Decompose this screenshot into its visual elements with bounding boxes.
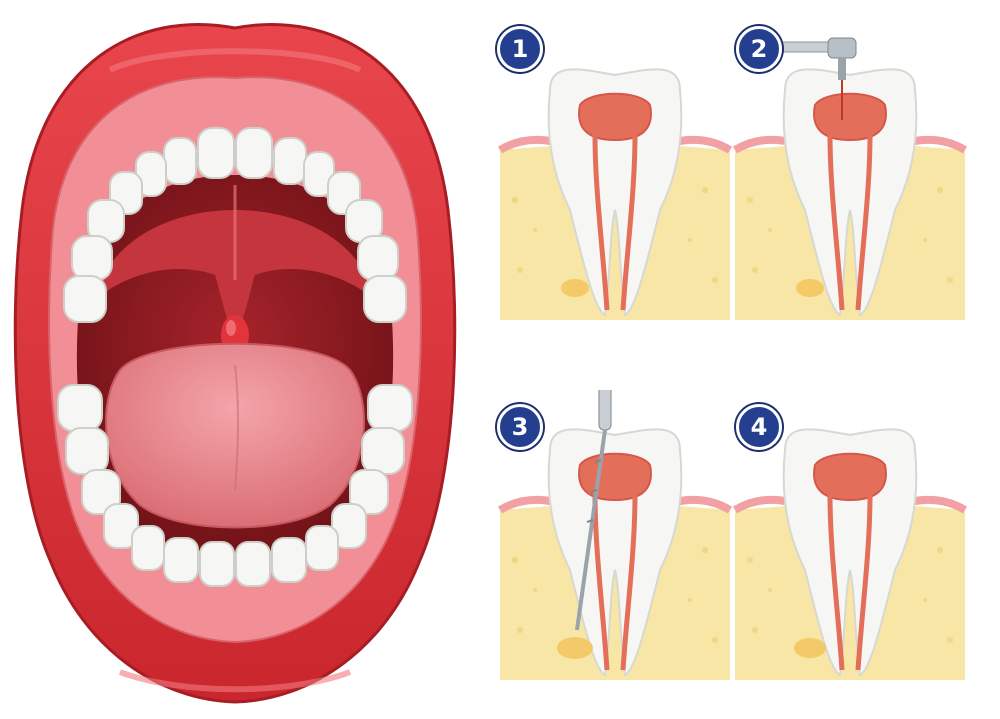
drill-icon [779,37,857,120]
step-panel-3: 3 [495,390,735,680]
open-mouth-illustration [13,23,457,704]
lower-teeth [57,384,413,587]
upper-teeth [63,127,407,323]
tooth-cross-section [497,390,733,680]
step-number-badge: 1 [497,26,543,72]
tooth-cross-section [732,428,968,680]
step-panel-4: 4 [730,390,970,680]
step-panel-2: 2 [730,26,970,320]
step-number-badge: 3 [497,404,543,450]
step-number-badge: 2 [736,26,782,72]
step-number-badge: 4 [736,404,782,450]
tooth-cross-section [732,37,968,320]
file-icon [575,390,612,631]
step-panel-1: 1 [495,26,735,320]
tooth-cross-section [497,68,733,320]
